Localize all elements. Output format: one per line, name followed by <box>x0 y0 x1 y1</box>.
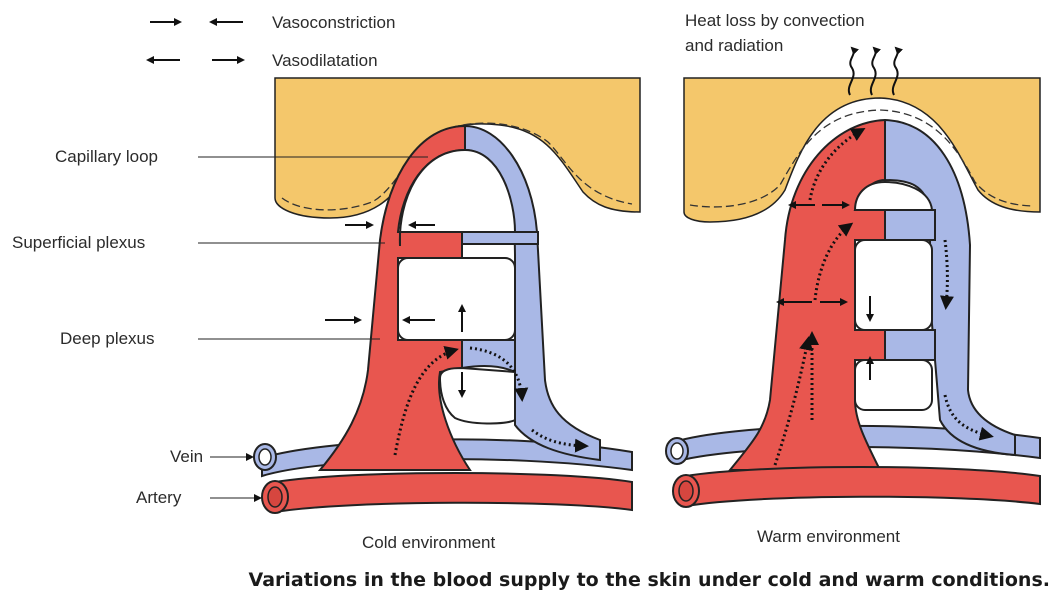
deep-plexus-label: Deep plexus <box>60 329 155 348</box>
superficial-plexus-label: Superficial plexus <box>12 233 145 252</box>
warm-artery <box>673 467 1040 507</box>
vasoconstriction-label: Vasoconstriction <box>272 13 395 32</box>
heat-loss-label-line1: Heat loss by convection <box>685 11 865 30</box>
cold-panel <box>254 78 640 513</box>
vein-label: Vein <box>170 447 203 466</box>
artery-label: Artery <box>136 488 182 507</box>
capillary-loop-label: Capillary loop <box>55 147 158 166</box>
warm-panel <box>666 48 1040 507</box>
vasodilatation-label: Vasodilatation <box>272 51 378 70</box>
cold-artery <box>262 473 632 513</box>
legend: Vasoconstriction Vasodilatation <box>148 13 395 70</box>
heat-loss-label-line2: and radiation <box>685 36 783 55</box>
figure-caption: Variations in the blood supply to the sk… <box>249 569 1050 591</box>
warm-environment-label: Warm environment <box>757 527 900 546</box>
cold-environment-label: Cold environment <box>362 533 496 552</box>
